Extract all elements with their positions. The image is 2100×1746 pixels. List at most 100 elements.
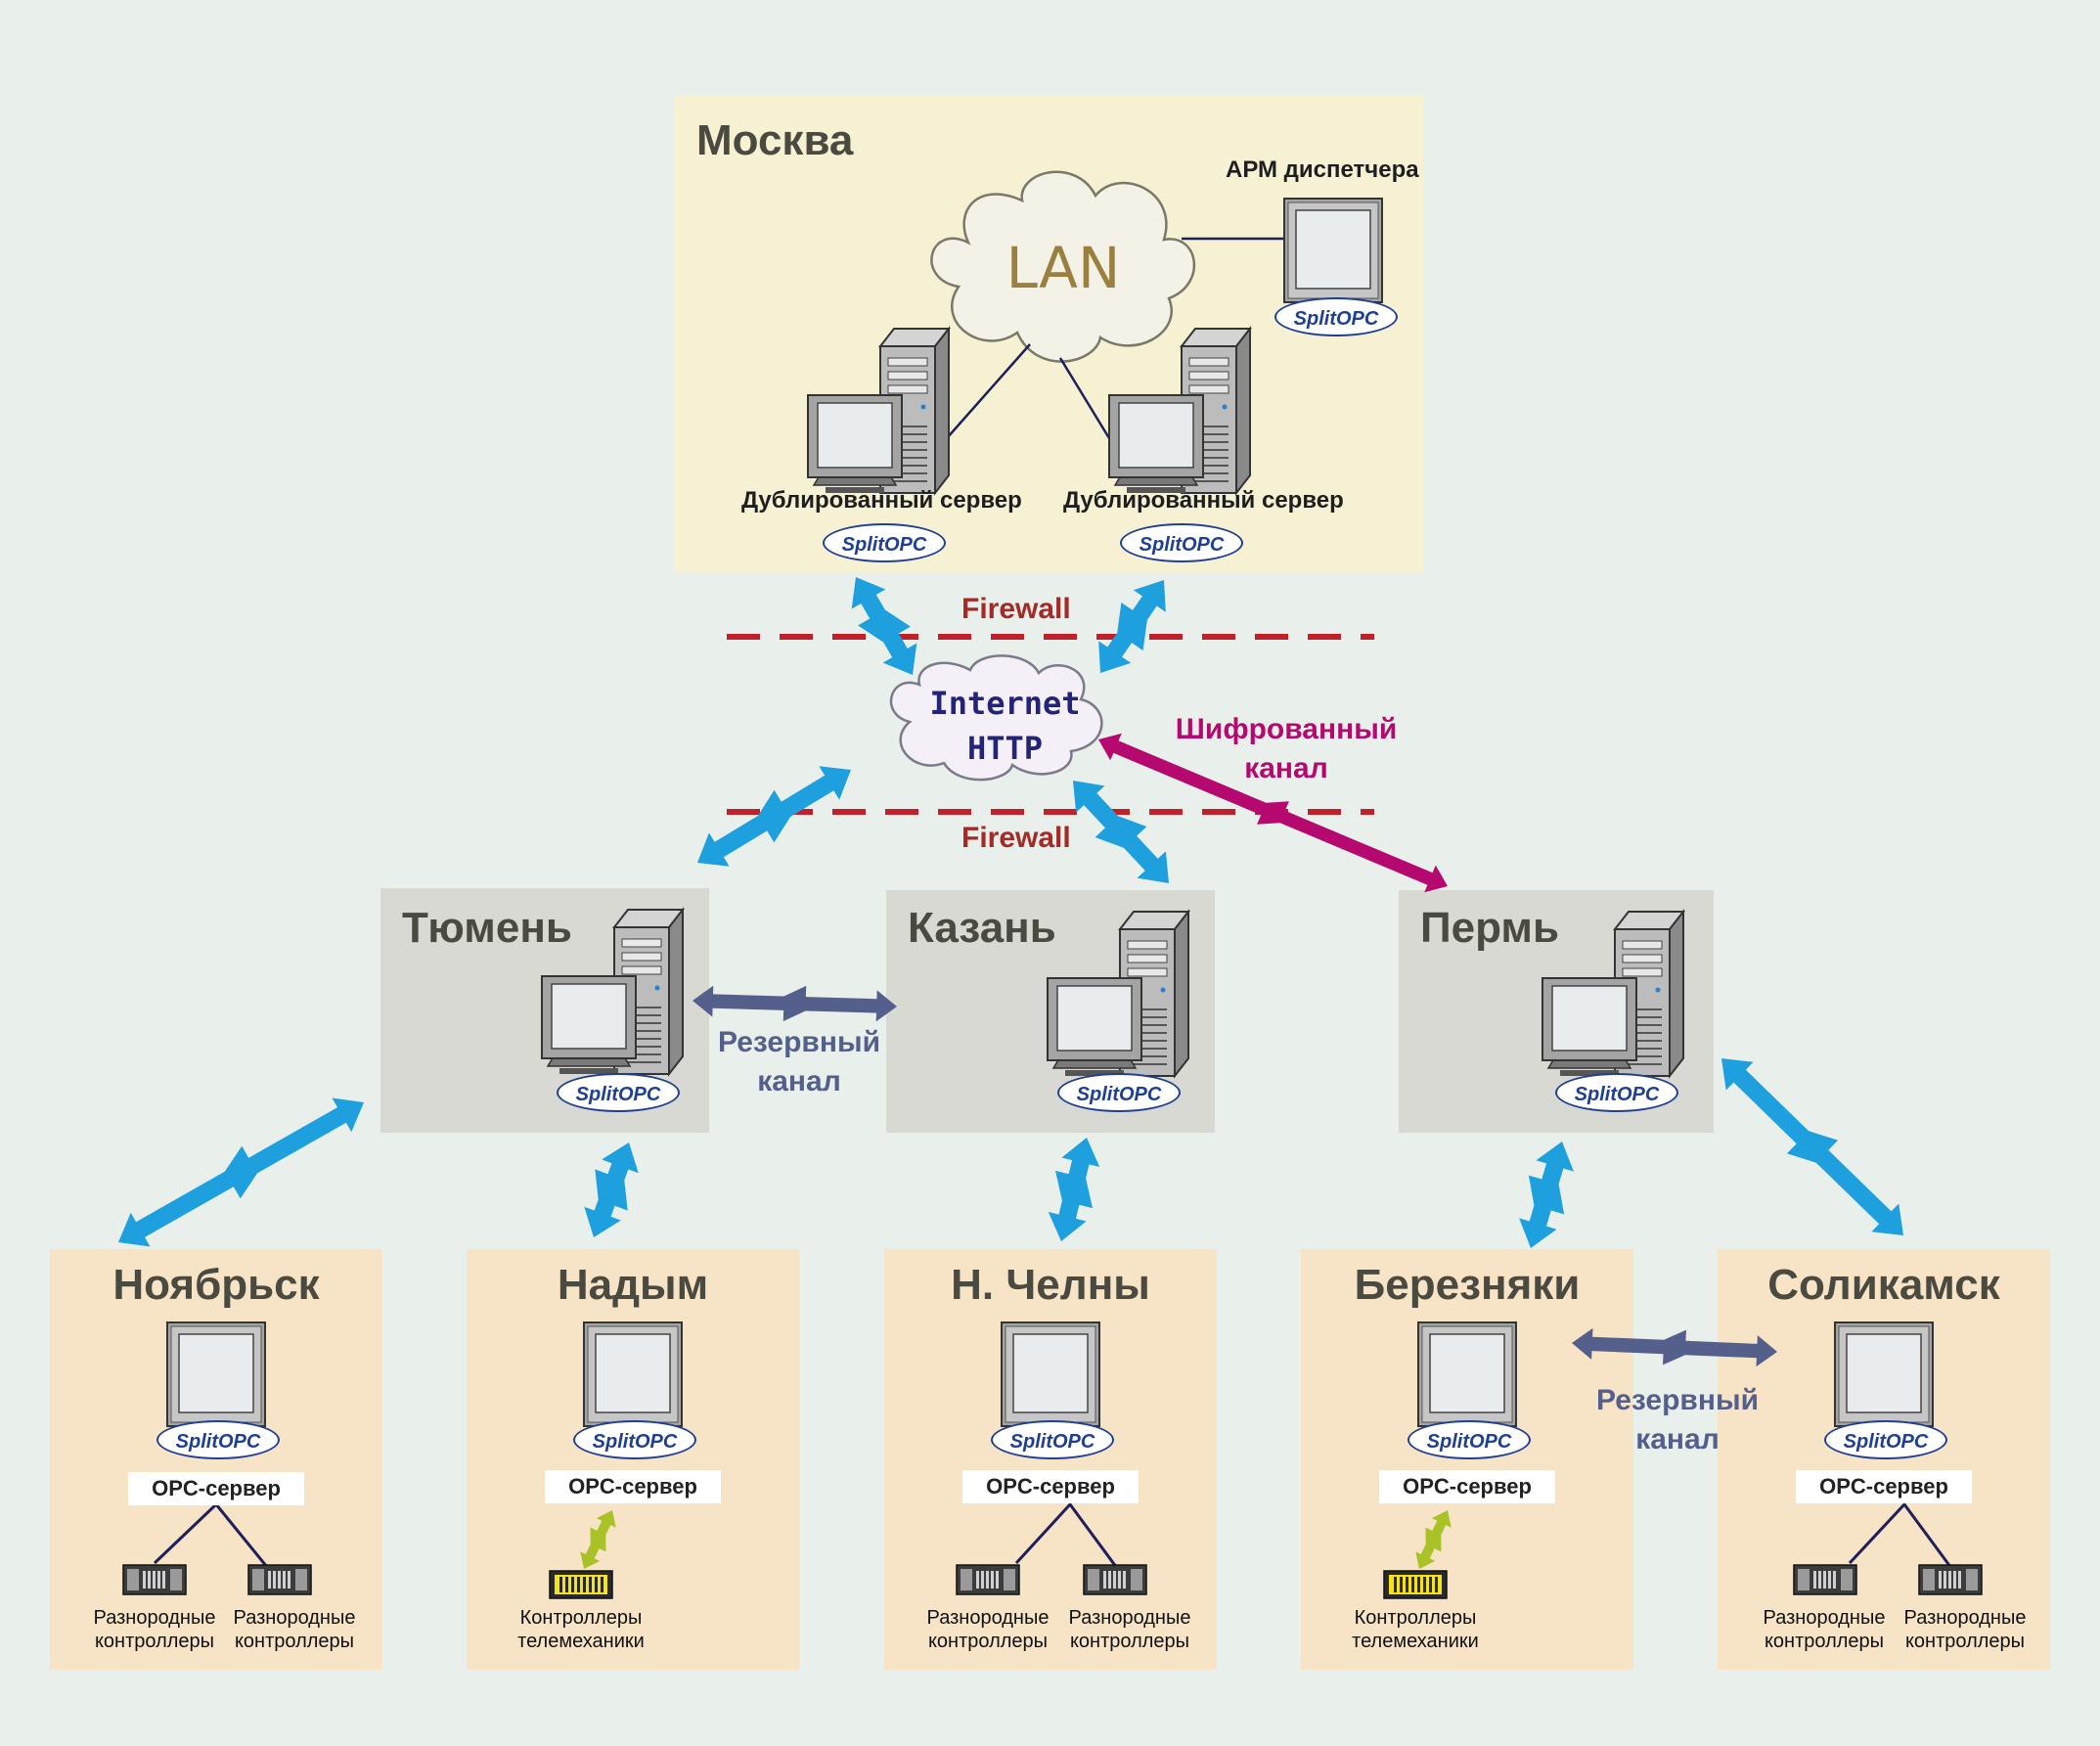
link-internet-tyumen bbox=[697, 766, 851, 867]
site-nchelny-title: Н. Челны bbox=[951, 1261, 1150, 1309]
server-2-label: Дублированный сервер bbox=[1063, 487, 1344, 514]
opc-controller-links bbox=[153, 1501, 1964, 1584]
ctl-label-line: контроллеры bbox=[94, 1631, 215, 1652]
controller-solikamsk-1-icon bbox=[1793, 1564, 1857, 1595]
server-kazan-icon bbox=[1047, 911, 1189, 1077]
link-tyumen-nadym bbox=[584, 1142, 639, 1237]
link-tyumen-kazan-reserve bbox=[693, 985, 897, 1022]
server-1-icon bbox=[807, 328, 950, 494]
ctl-label-line: телемеханики bbox=[1352, 1631, 1479, 1652]
ctl-label-line: Разнородные bbox=[233, 1607, 356, 1629]
site-bereznyaki-title: Березняки bbox=[1354, 1261, 1581, 1309]
ctl-label-line: контроллеры bbox=[1069, 1631, 1190, 1652]
controller-noyabrsk-1-icon bbox=[122, 1564, 187, 1595]
reserve2-line2: канал bbox=[1635, 1423, 1720, 1455]
opc-server-solikamsk: OPC-сервер bbox=[1796, 1470, 1972, 1503]
splitopc-nchelny-badge: SplitOPC bbox=[991, 1420, 1114, 1459]
internet-cloud-icon bbox=[889, 654, 1103, 782]
controller-nchelny-1-icon bbox=[956, 1564, 1020, 1595]
link-internet-kazan bbox=[1073, 781, 1169, 883]
encrypted-channel-label: Шифрованный канал bbox=[1169, 710, 1404, 788]
link-perm-solikamsk bbox=[1721, 1058, 1903, 1235]
ctl-label-line: контроллеры bbox=[1764, 1631, 1885, 1652]
splitopc-perm-badge: SplitOPC bbox=[1555, 1073, 1678, 1112]
internet-label-line1: Internet bbox=[929, 685, 1081, 722]
region-kazan-title: Казань bbox=[908, 904, 1056, 952]
lan-label: LAN bbox=[1006, 235, 1121, 301]
site-solikamsk-title: Соликамск bbox=[1767, 1261, 2000, 1309]
controller-noyabrsk-2-icon bbox=[247, 1564, 312, 1595]
splitopc-arm-badge: SplitOPC bbox=[1274, 297, 1398, 336]
ctl-label-line: телемеханики bbox=[517, 1631, 645, 1652]
splitopc-noyabrsk-badge: SplitOPC bbox=[156, 1420, 280, 1459]
opc-server-nchelny: OPC-сервер bbox=[962, 1470, 1139, 1503]
encrypted-line2: канал bbox=[1244, 752, 1328, 784]
opc-server-bereznyaki: OPC-сервер bbox=[1379, 1470, 1555, 1503]
ctl-label-line: Разнородные bbox=[926, 1607, 1050, 1629]
link-moscow-internet-1 bbox=[851, 577, 917, 675]
communication-links bbox=[118, 577, 1903, 1569]
moscow-title: Москва bbox=[696, 116, 854, 164]
region-perm-title: Пермь bbox=[1420, 904, 1559, 952]
ctl-label-line: Разнородные bbox=[1763, 1607, 1886, 1629]
link-perm-bereznyaki bbox=[1519, 1142, 1574, 1248]
link-internet-perm-encrypted bbox=[1098, 733, 1448, 893]
encrypted-line1: Шифрованный bbox=[1175, 713, 1398, 745]
site-noyabrsk-title: Ноябрьск bbox=[112, 1261, 320, 1309]
reserve-channel-label-1: Резервный канал bbox=[706, 1023, 892, 1101]
reserve1-line2: канал bbox=[757, 1065, 841, 1097]
firewall-top-label: Firewall bbox=[961, 593, 1071, 625]
region-tyumen-title: Тюмень bbox=[402, 904, 572, 952]
splitopc-kazan-badge: SplitOPC bbox=[1057, 1073, 1181, 1112]
ctl-label-line: Контроллеры bbox=[519, 1607, 643, 1629]
internet-label-line2: HTTP bbox=[966, 730, 1044, 767]
opc-server-nadym: OPC-сервер bbox=[545, 1470, 721, 1503]
reserve1-line1: Резервный bbox=[717, 1026, 881, 1058]
arm-label: АРМ диспетчера bbox=[1226, 157, 1419, 183]
telemetry-controller-bereznyaki-icon bbox=[1383, 1570, 1448, 1599]
telemetry-controller-nadym-icon bbox=[549, 1570, 613, 1599]
ctl-label-line: контроллеры bbox=[1904, 1631, 2026, 1652]
link-opc-bereznyaki bbox=[1415, 1510, 1452, 1569]
lan-links bbox=[946, 237, 1284, 439]
reserve2-line1: Резервный bbox=[1595, 1384, 1760, 1416]
controller-solikamsk-2-icon bbox=[1918, 1564, 1983, 1595]
opc-server-noyabrsk: OPC-сервер bbox=[128, 1472, 304, 1505]
lan-cloud-icon bbox=[930, 170, 1196, 363]
splitopc-nadym-badge: SplitOPC bbox=[573, 1420, 696, 1459]
controller-nchelny-2-icon bbox=[1083, 1564, 1147, 1595]
ctl-label-line: контроллеры bbox=[234, 1631, 355, 1652]
ctl-label-line: Разнородные bbox=[1068, 1607, 1191, 1629]
splitopc-server-2-badge: SplitOPC bbox=[1120, 523, 1243, 562]
ctl-label-line: Разнородные bbox=[1903, 1607, 2027, 1629]
splitopc-solikamsk-badge: SplitOPC bbox=[1824, 1420, 1947, 1459]
splitopc-bereznyaki-badge: SplitOPC bbox=[1407, 1420, 1531, 1459]
ctl-label-line: контроллеры bbox=[927, 1631, 1049, 1652]
splitopc-tyumen-badge: SplitOPC bbox=[557, 1073, 680, 1112]
link-tyumen-noyabrsk bbox=[118, 1097, 364, 1247]
link-moscow-internet-2 bbox=[1098, 580, 1166, 673]
reserve-channel-label-2: Резервный канал bbox=[1585, 1381, 1770, 1459]
firewall-bottom-label: Firewall bbox=[961, 822, 1071, 854]
ctl-label-line: Контроллеры bbox=[1354, 1607, 1477, 1629]
server-tyumen-icon bbox=[541, 909, 684, 1075]
splitopc-server-1-badge: SplitOPC bbox=[823, 523, 946, 562]
server-2-icon bbox=[1108, 328, 1251, 494]
server-perm-icon bbox=[1541, 911, 1684, 1077]
ctl-label-line: Разнородные bbox=[93, 1607, 216, 1629]
site-nadym-title: Надым bbox=[557, 1261, 709, 1309]
link-bereznyaki-solikamsk-reserve bbox=[1572, 1327, 1777, 1367]
server-1-label: Дублированный сервер bbox=[741, 487, 1022, 514]
link-kazan-nchelny bbox=[1048, 1138, 1100, 1241]
internet-label: Internet HTTP bbox=[910, 681, 1100, 771]
